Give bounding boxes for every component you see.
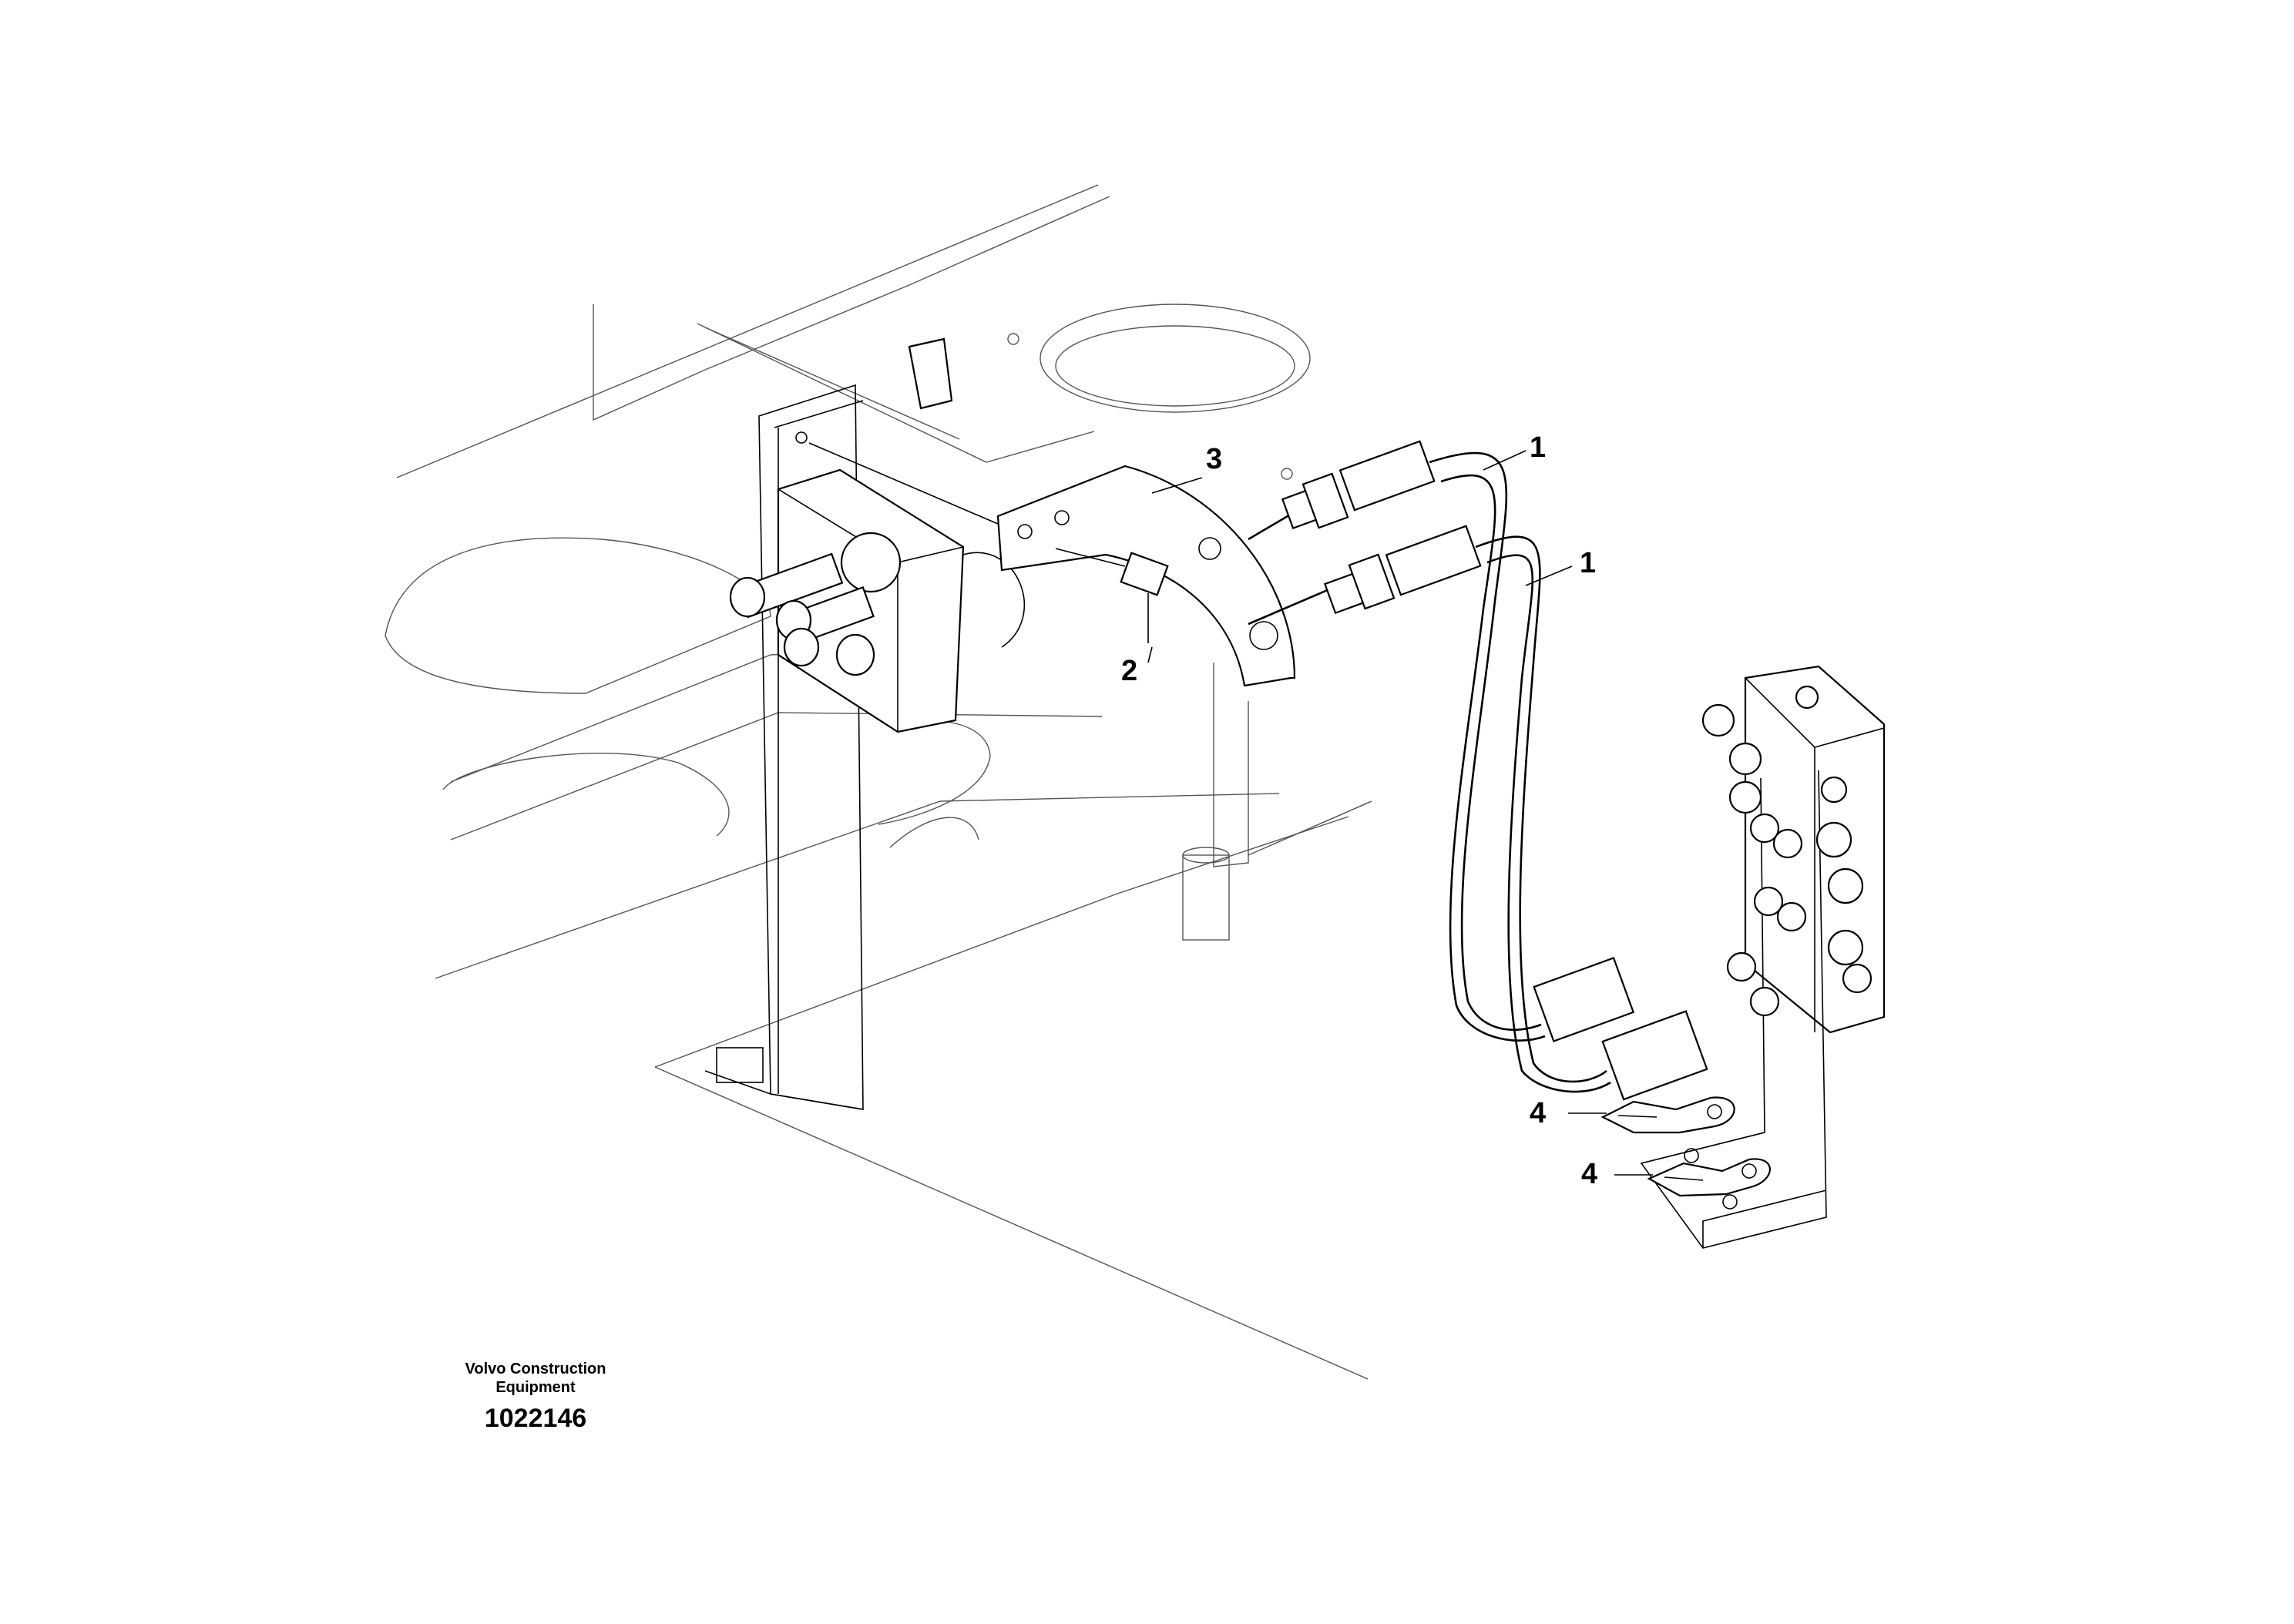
callout-hose-lower: 1 bbox=[1580, 547, 1597, 579]
curved-bracket bbox=[808, 442, 1296, 687]
credit-line1: Volvo Construction bbox=[465, 1361, 606, 1377]
screw-part bbox=[1055, 548, 1169, 643]
callout-hose-upper: 1 bbox=[1530, 431, 1547, 464]
credit-text: Volvo Construction Equipment bbox=[435, 1360, 636, 1397]
callout-screw: 2 bbox=[1121, 655, 1138, 687]
manifold-block bbox=[1640, 665, 1886, 1249]
hose-assembly bbox=[1248, 440, 1708, 1101]
machine-frame bbox=[385, 184, 1372, 1380]
credit-line2: Equipment bbox=[495, 1379, 576, 1396]
leader-lines bbox=[1147, 450, 1653, 1176]
valve-block bbox=[729, 337, 1025, 733]
clamp-parts bbox=[1600, 1096, 1771, 1197]
callout-clamp-lower: 4 bbox=[1581, 1158, 1598, 1190]
callout-clamp-upper: 4 bbox=[1530, 1097, 1547, 1129]
callout-bracket: 3 bbox=[1206, 443, 1223, 475]
document-number: 1022146 bbox=[484, 1404, 587, 1433]
